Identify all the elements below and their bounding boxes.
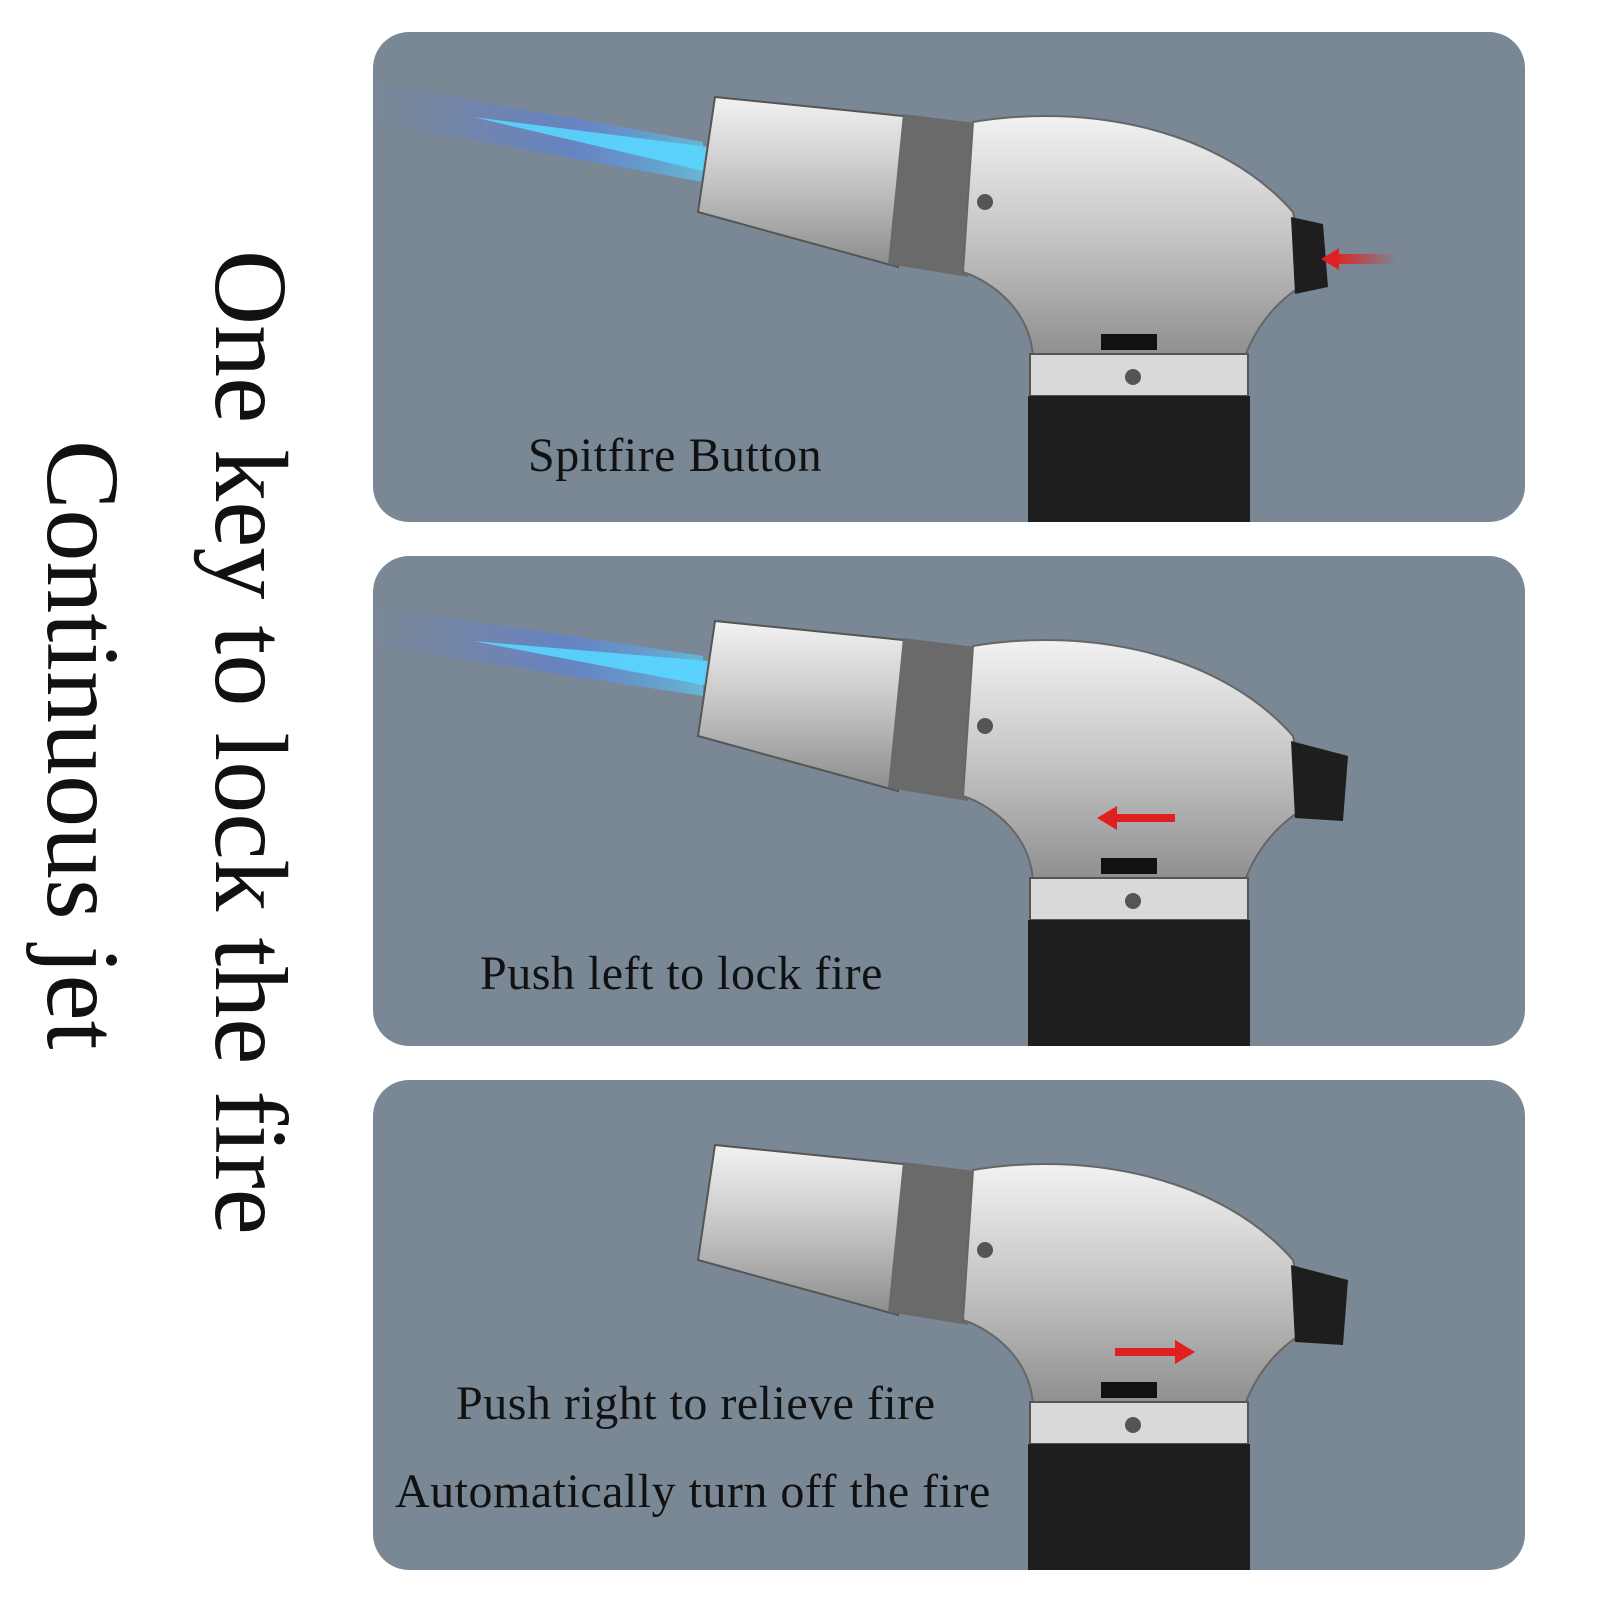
heading-line-2: Continuous jet [25, 440, 140, 1050]
panel-caption: Push left to lock fire [480, 947, 883, 1000]
flame [373, 82, 708, 182]
torch-illustration [373, 82, 1398, 522]
arrow-indicator [1321, 248, 1398, 270]
arrow-indicator [1097, 806, 1175, 830]
heading-line-1: One key to lock the fire [193, 250, 308, 1235]
panel-caption-secondary: Automatically turn off the fire [395, 1465, 991, 1518]
flame [373, 606, 708, 696]
torch-illustration [373, 606, 1348, 1046]
panel-caption: Spitfire Button [528, 429, 823, 482]
panel-lock-fire: Push left to lock fire [373, 556, 1525, 1046]
torch-illustration [696, 1143, 1348, 1570]
panel-caption: Push right to relieve fire [456, 1377, 936, 1430]
torch-body [696, 619, 1348, 1046]
torch-body [696, 95, 1328, 522]
panel-relieve-fire: Push right to relieve fire Automatically… [373, 1080, 1525, 1570]
arrow-indicator [1115, 1340, 1195, 1364]
torch-body [696, 1143, 1348, 1570]
panel-spitfire-button: Spitfire Button [373, 32, 1525, 522]
